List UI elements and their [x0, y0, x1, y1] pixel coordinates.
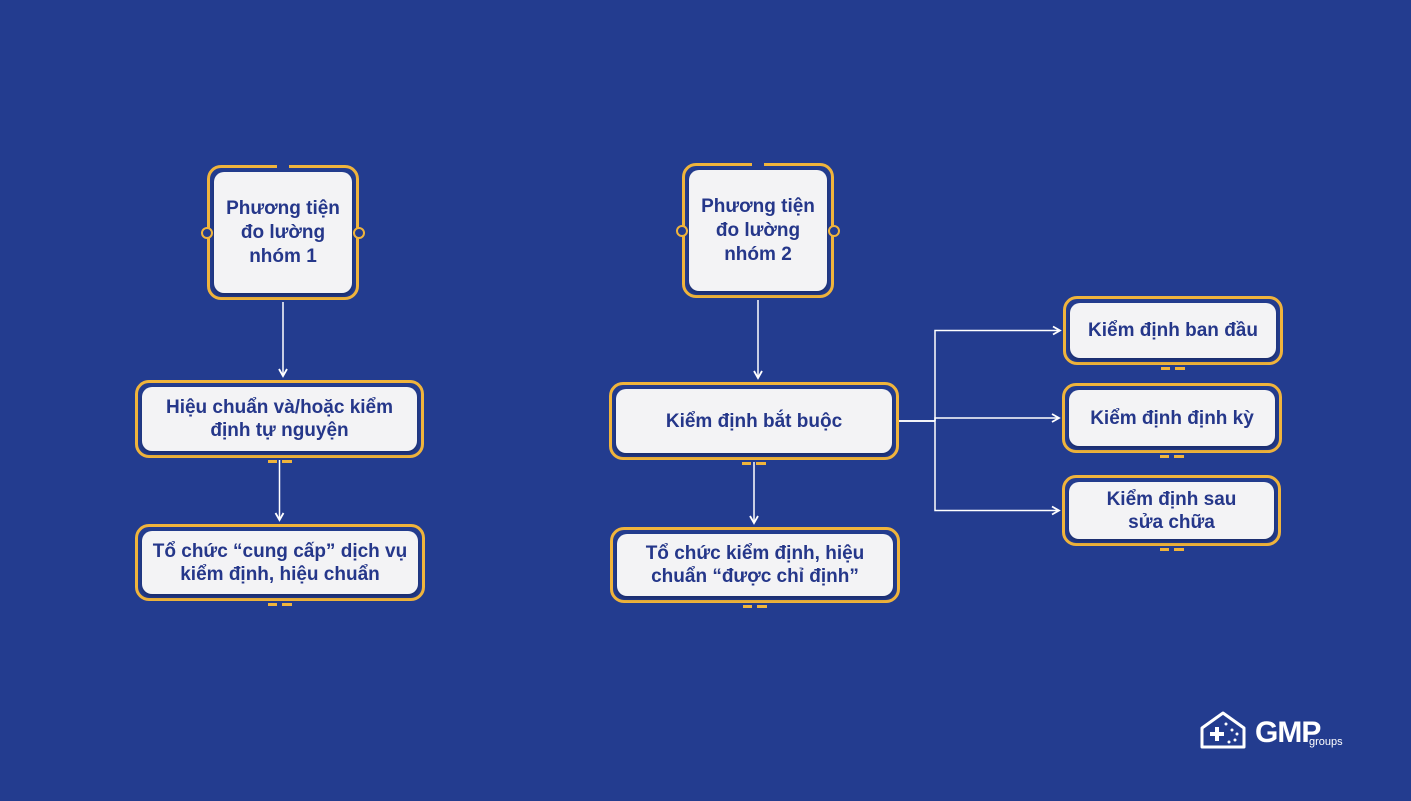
connector-mandatory-to-periodic: [934, 413, 1061, 423]
node-initial-verification: Kiểm định ban đầu: [1063, 296, 1283, 370]
node-service-provider: Tổ chức “cung cấp” dịch vụ kiểm định, hi…: [135, 524, 425, 606]
node-label: Kiểm định ban đầu: [1070, 303, 1276, 358]
node-label: Phương tiện đo lường nhóm 2: [689, 170, 827, 291]
node-label: Kiểm định định kỳ: [1069, 390, 1275, 446]
node-label: Kiểm định bắt buộc: [616, 389, 892, 453]
node-designated-organization: Tổ chức kiểm định, hiệu chuẩn “được chỉ …: [610, 527, 900, 608]
node-label: Kiểm định sau sửa chữa: [1069, 482, 1274, 539]
node-label: Tổ chức kiểm định, hiệu chuẩn “được chỉ …: [617, 534, 893, 596]
node-after-repair-verification: Kiểm định sau sửa chữa: [1062, 475, 1281, 551]
node-voluntary-calibration: Hiệu chuẩn và/hoặc kiểm định tự nguyện: [135, 380, 424, 463]
node-measuring-group-2: Phương tiện đo lường nhóm 2: [676, 162, 840, 298]
connector-mandatory-to-initial: [934, 325, 1062, 421]
logo-brand: GMP: [1255, 716, 1321, 749]
node-mandatory-verification: Kiểm định bắt buộc: [609, 382, 899, 465]
node-label: Hiệu chuẩn và/hoặc kiểm định tự nguyện: [142, 387, 417, 451]
house-plus-icon: [1200, 711, 1246, 749]
logo-sub: groups: [1309, 736, 1343, 748]
node-measuring-group-1: Phương tiện đo lường nhóm 1: [201, 164, 365, 300]
node-periodic-verification: Kiểm định định kỳ: [1062, 383, 1282, 458]
gmp-logo: GMP groups: [1199, 710, 1359, 750]
connector-mandatory-to-after_repair: [934, 421, 1061, 516]
node-label: Tổ chức “cung cấp” dịch vụ kiểm định, hi…: [142, 531, 418, 594]
node-label: Phương tiện đo lường nhóm 1: [214, 172, 352, 293]
